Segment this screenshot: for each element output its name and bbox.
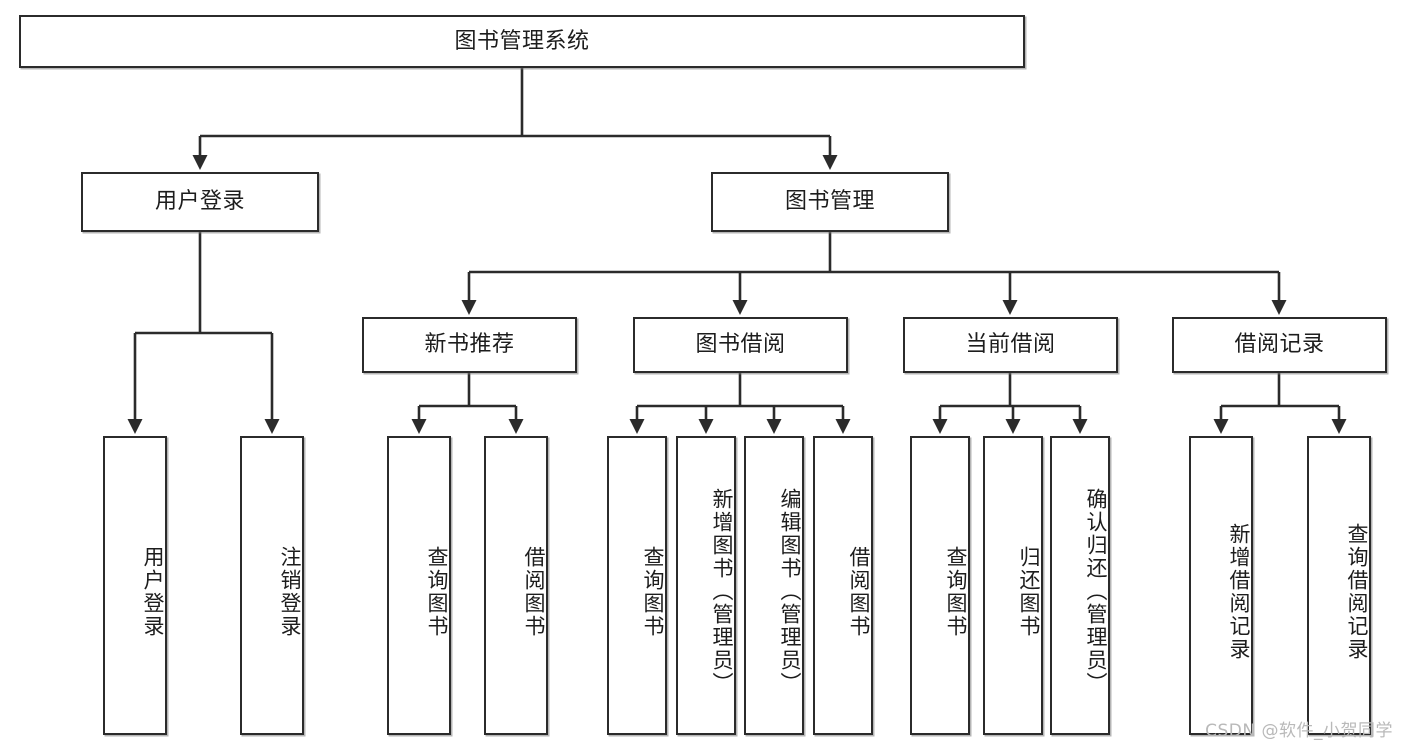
node-level3-3-label: 借阅记录 <box>1234 332 1325 358</box>
node-leaf-4-label: 查询图书 <box>641 545 665 638</box>
node-level2-0-label: 用户登录 <box>154 189 245 215</box>
node-leaf-4[interactable]: 查询图书 <box>607 436 667 735</box>
node-leaf-12-label: 查询借阅记录 <box>1345 522 1369 661</box>
node-leaf-11[interactable]: 新增借阅记录 <box>1189 436 1253 735</box>
node-leaf-7-label: 借阅图书 <box>847 545 871 638</box>
node-leaf-10[interactable]: 确认归还（管理员） <box>1050 436 1110 735</box>
node-level3-1[interactable]: 图书借阅 <box>633 317 848 373</box>
node-leaf-0-label: 用户登录 <box>141 545 165 638</box>
node-leaf-10-label: 确认归还（管理员） <box>1084 488 1108 695</box>
node-leaf-12[interactable]: 查询借阅记录 <box>1307 436 1371 735</box>
node-root-label: 图书管理系统 <box>454 28 590 54</box>
node-level3-0[interactable]: 新书推荐 <box>362 317 577 373</box>
node-level3-3[interactable]: 借阅记录 <box>1172 317 1387 373</box>
node-leaf-6[interactable]: 编辑图书（管理员） <box>744 436 804 735</box>
node-leaf-8-label: 查询图书 <box>944 545 968 638</box>
node-leaf-1-label: 注销登录 <box>278 545 302 638</box>
node-level3-2[interactable]: 当前借阅 <box>903 317 1118 373</box>
node-leaf-3[interactable]: 借阅图书 <box>484 436 548 735</box>
node-leaf-6-label: 编辑图书（管理员） <box>778 488 802 695</box>
node-leaf-2-label: 查询图书 <box>425 545 449 638</box>
node-level2-1[interactable]: 图书管理 <box>711 172 949 232</box>
node-leaf-11-label: 新增借阅记录 <box>1227 522 1251 661</box>
node-leaf-1[interactable]: 注销登录 <box>240 436 304 735</box>
node-level2-0[interactable]: 用户登录 <box>81 172 319 232</box>
node-leaf-3-label: 借阅图书 <box>522 545 546 638</box>
node-leaf-5[interactable]: 新增图书（管理员） <box>676 436 736 735</box>
node-leaf-5-label: 新增图书（管理员） <box>710 488 734 695</box>
node-leaf-9[interactable]: 归还图书 <box>983 436 1043 735</box>
node-root[interactable]: 图书管理系统 <box>19 15 1025 68</box>
node-level3-1-label: 图书借阅 <box>695 332 786 358</box>
node-leaf-7[interactable]: 借阅图书 <box>813 436 873 735</box>
node-level2-1-label: 图书管理 <box>784 189 875 215</box>
node-level3-0-label: 新书推荐 <box>424 332 515 358</box>
node-leaf-0[interactable]: 用户登录 <box>103 436 167 735</box>
node-leaf-2[interactable]: 查询图书 <box>387 436 451 735</box>
watermark-label: CSDN @软件_小贺同学 <box>1205 721 1393 741</box>
node-level3-2-label: 当前借阅 <box>965 332 1056 358</box>
node-leaf-9-label: 归还图书 <box>1017 545 1041 638</box>
node-leaf-8[interactable]: 查询图书 <box>910 436 970 735</box>
